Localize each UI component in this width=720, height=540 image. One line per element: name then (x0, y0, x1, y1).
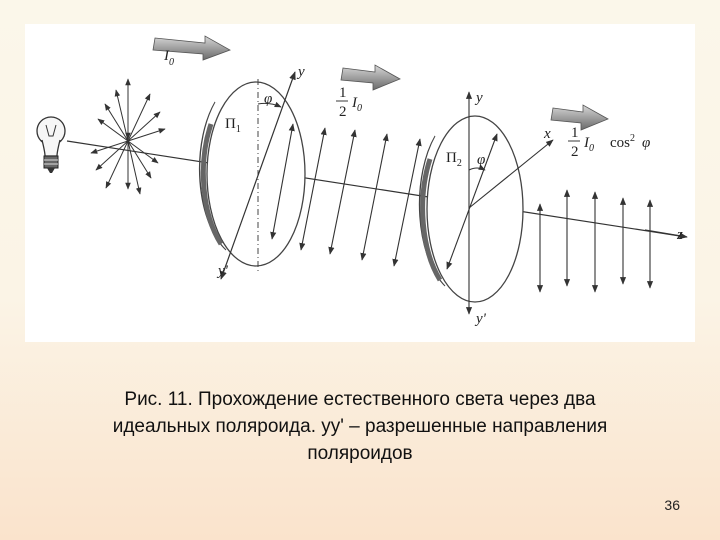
page-number: 36 (664, 497, 680, 513)
label-half-intensity: 1 2 I0 (336, 85, 362, 120)
label-z-axis: z (676, 227, 683, 243)
caption-line-2: идеальных поляроида. yy' – разрешенные н… (112, 416, 608, 437)
figure-caption: Рис. 11. Прохождение естественного света… (30, 386, 690, 467)
polarized-arrows-1 (270, 123, 422, 267)
caption-line-3: поляроидов (307, 443, 413, 464)
label-y-polaroid-2: y (474, 90, 483, 106)
svg-text:I0: I0 (583, 135, 594, 154)
beam-axis (66, 140, 681, 237)
label-phi-polaroid-1: φ (264, 91, 272, 107)
natural-light-star (90, 78, 166, 195)
diagram-panel: I0 y φ Π1 y' 1 2 I0 y x Π2 φ y' z 1 2 I0… (25, 24, 695, 342)
polarization-diagram: I0 y φ Π1 y' 1 2 I0 y x Π2 φ y' z 1 2 I0… (36, 35, 688, 327)
svg-text:1: 1 (339, 85, 347, 101)
label-x-polaroid-2: x (543, 126, 551, 142)
light-bulb-icon (36, 116, 66, 173)
label-polaroid-2: Π2 (446, 150, 462, 169)
svg-text:cos2: cos2 (610, 133, 635, 151)
label-y-prime-polaroid-1: y' (216, 263, 229, 279)
label-phi-polaroid-2: φ (477, 152, 485, 168)
polarized-arrows-2 (536, 189, 654, 293)
svg-text:2: 2 (571, 144, 579, 160)
big-arrow-1 (152, 35, 231, 61)
polaroid-2-disc (418, 91, 554, 315)
big-arrow-3 (550, 104, 609, 131)
label-polaroid-1: Π1 (225, 116, 241, 135)
caption-line-1: Рис. 11. Прохождение естественного света… (124, 389, 596, 410)
label-y-prime-polaroid-2: y' (474, 311, 487, 327)
label-output-intensity: 1 2 I0 cos2 φ (568, 125, 650, 160)
svg-text:2: 2 (339, 104, 347, 120)
big-arrow-2 (340, 64, 401, 91)
svg-text:1: 1 (571, 125, 579, 141)
label-y-polaroid-1: y (296, 64, 305, 80)
label-i0: I0 (163, 48, 174, 68)
svg-text:φ: φ (642, 135, 650, 151)
svg-text:I0: I0 (351, 95, 362, 114)
polaroid-1-disc (198, 71, 306, 280)
